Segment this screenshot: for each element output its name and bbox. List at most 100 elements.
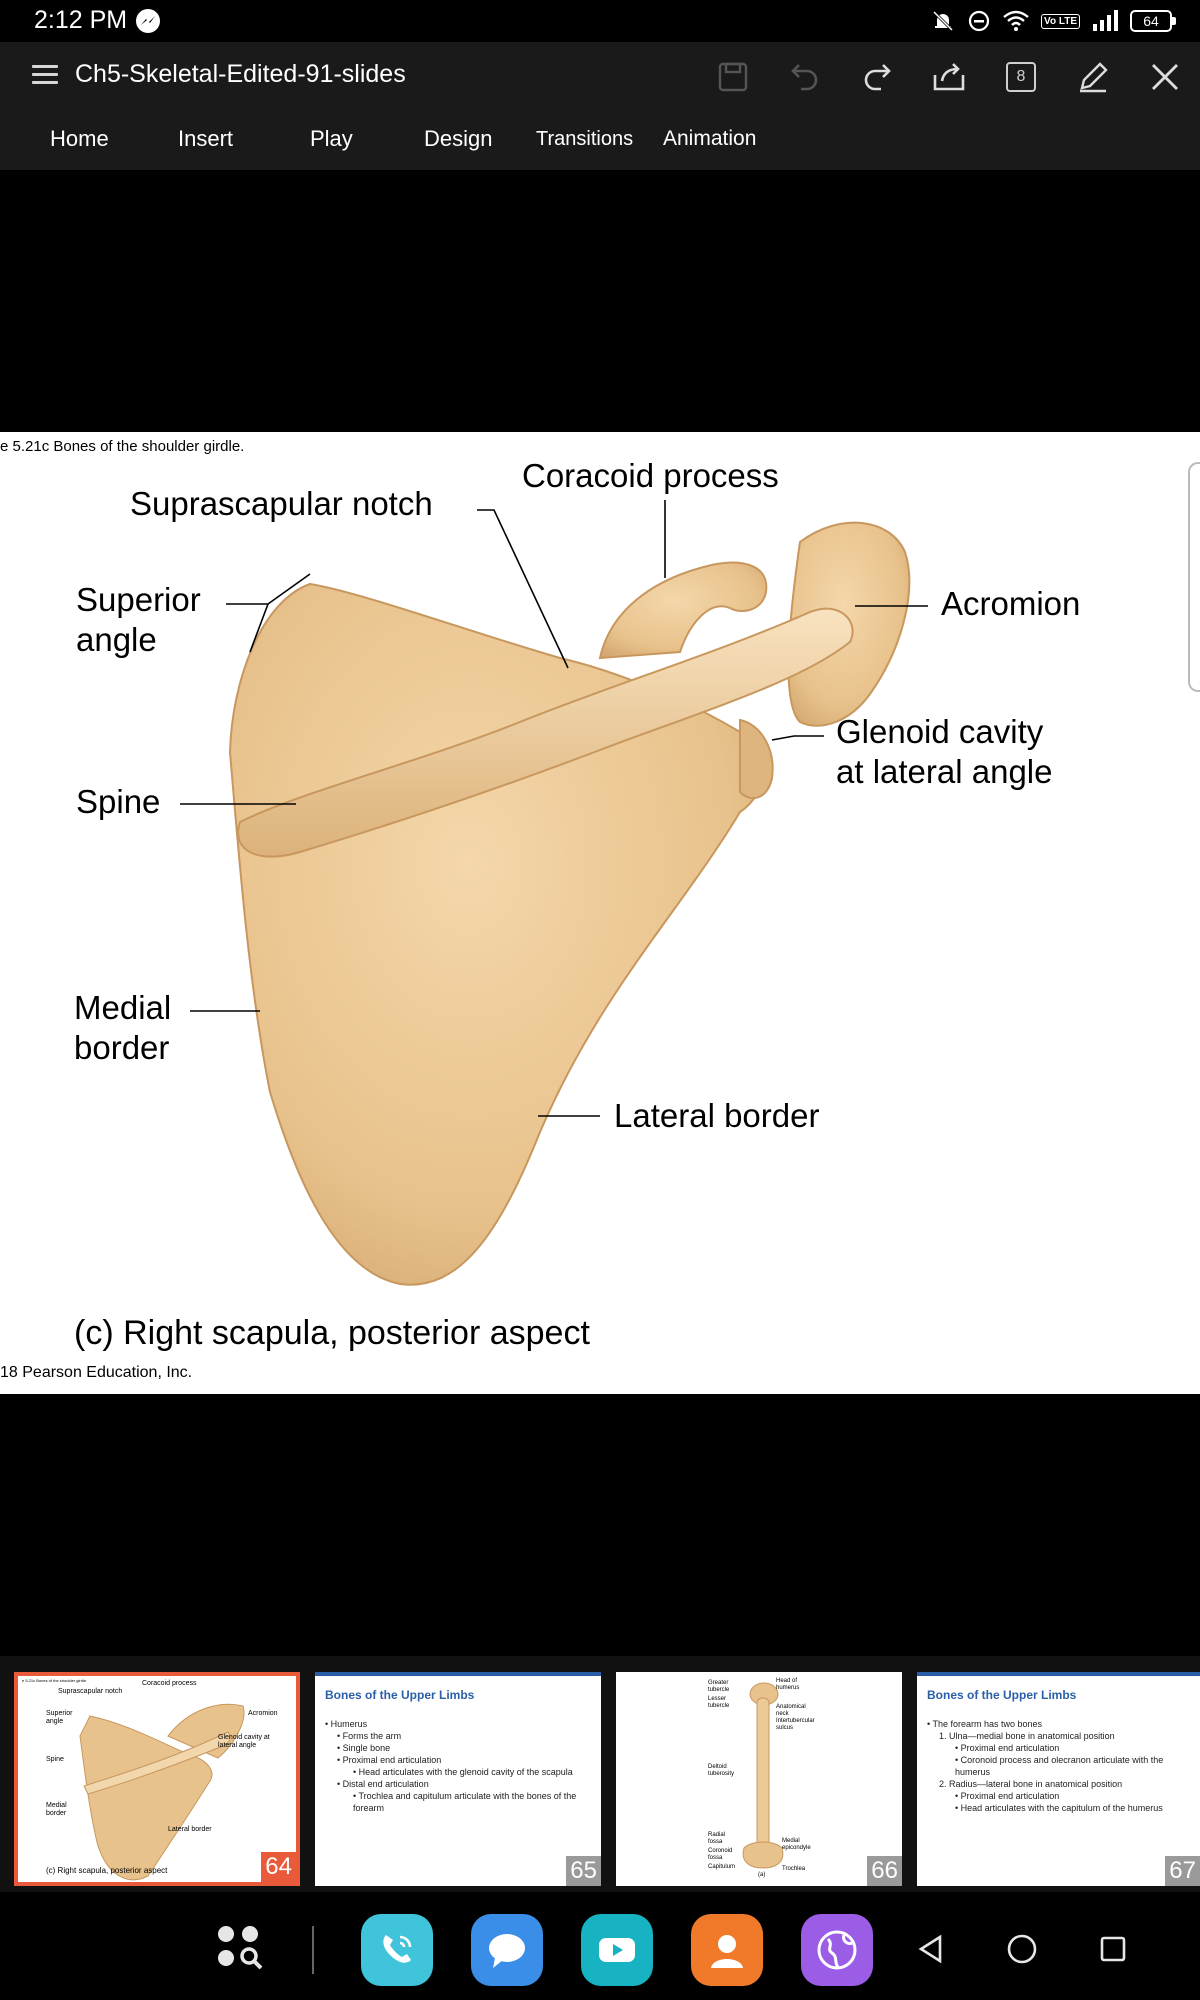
navigation-bar (0, 1892, 1200, 2000)
edit-button[interactable] (1072, 56, 1114, 98)
thumb-66-anatomical-neck: Anatomical neck (776, 1704, 806, 1717)
glenoid-shape (739, 718, 774, 800)
scapula-blade (228, 582, 764, 1286)
tab-home[interactable]: Home (50, 126, 109, 151)
leader-glenoid (771, 735, 824, 741)
thumb-64-suprascapular: Suprascapular notch (58, 1688, 123, 1695)
slide-count-button[interactable]: 8 (1000, 56, 1042, 98)
thumb-65-bullets: • Humerus • Forms the arm • Single bone … (325, 1718, 591, 1814)
battery-icon: 64 (1130, 10, 1176, 32)
save-icon (718, 62, 748, 92)
redo-button[interactable] (856, 56, 898, 98)
thumb-66-greater-tubercle: Greater tubercle (708, 1680, 730, 1693)
thumb-67-number: 67 (1165, 1856, 1200, 1886)
messenger-icon (136, 9, 160, 33)
thumb-65-bullet: • Trochlea and capitulum articulate with… (353, 1791, 577, 1813)
label-suprascapular-notch: Suprascapular notch (130, 485, 433, 522)
thumb-66-head: Head of humerus (776, 1678, 800, 1691)
video-app-icon[interactable] (581, 1914, 653, 1986)
tab-design[interactable]: Design (424, 126, 493, 151)
thumb-67-bullets: • The forearm has two bones 1. Ulna—medi… (927, 1718, 1190, 1814)
tab-insert[interactable]: Insert (178, 126, 234, 151)
messages-app-icon[interactable] (471, 1914, 543, 1986)
close-icon (1152, 64, 1178, 90)
scapula-illustration (180, 500, 928, 1286)
save-button[interactable] (712, 56, 754, 98)
back-icon[interactable] (916, 1934, 946, 1964)
thumb-64-number: 64 (261, 1852, 296, 1882)
thumbnail-slide-64[interactable]: e 5.21c Bones of the shoulder girdle. Su… (14, 1672, 300, 1886)
thumb-66-radial-fossa: Radial fossa (708, 1832, 726, 1845)
nav-separator (312, 1926, 314, 1974)
wifi-icon (1003, 10, 1029, 31)
label-spine: Spine (76, 783, 161, 820)
label-coracoid-process: Coracoid process (522, 457, 779, 494)
undo-icon (791, 64, 818, 91)
phone-app-icon[interactable] (361, 1914, 433, 1986)
thumb-66-deltoid: Deltoid tuberosity (708, 1764, 735, 1777)
contacts-app-icon[interactable] (691, 1914, 763, 1986)
thumb-66-intertubercular: Intertubercular sulcus (776, 1718, 815, 1731)
thumb-65-title: Bones of the Upper Limbs (325, 1688, 475, 1702)
document-title: Ch5-Skeletal-Edited-91-slides (75, 60, 406, 88)
thumb-67-accent (917, 1672, 1200, 1676)
leader-suprascapular (477, 509, 569, 669)
thumb-64-subtitle: (c) Right scapula, posterior aspect (46, 1866, 168, 1875)
thumb-66-medial-epicondyle: Medial epicondyle (782, 1838, 811, 1851)
thumbnail-slide-66[interactable]: Greater tubercle Lesser tubercle Head of… (616, 1672, 902, 1886)
app-toolbar: Ch5-Skeletal-Edited-91-slides 8 Home Ins… (0, 42, 1200, 170)
label-medial-border-line2: border (74, 1029, 170, 1066)
thumb-64-lateral: Lateral border (168, 1826, 212, 1833)
slide-canvas[interactable]: e 5.21c Bones of the shoulder girdle. (0, 432, 1200, 1394)
slide-scroll-handle[interactable] (1188, 462, 1200, 692)
thumb-64-glenoid: Glenoid cavity at lateral angle (218, 1734, 270, 1749)
thumb-65-bullet: • Proximal end articulation (337, 1755, 442, 1765)
mute-bell-icon (932, 10, 954, 32)
thumb-64-superior: Superior angle (46, 1710, 73, 1725)
thumb-65-bullet: • Distal end articulation (337, 1779, 429, 1789)
browser-app-icon[interactable] (801, 1914, 873, 1986)
recents-icon[interactable] (1099, 1935, 1127, 1963)
thumb-64-acromion: Acromion (248, 1710, 278, 1717)
thumb-65-bullet: • Head articulates with the glenoid cavi… (353, 1767, 573, 1777)
thumb-67-bullet: • Head articulates with the capitulum of… (955, 1803, 1163, 1813)
share-icon (933, 63, 965, 91)
status-time: 2:12 PM (34, 6, 128, 34)
signal-icon (1093, 10, 1118, 31)
thumb-65-accent (315, 1672, 601, 1676)
tab-animation[interactable]: Animation (663, 127, 757, 150)
thumb-67-bullet: • The forearm has two bones (927, 1719, 1043, 1729)
label-acromion: Acromion (941, 585, 1081, 622)
undo-button[interactable] (784, 56, 826, 98)
thumb-66-number: 66 (867, 1856, 902, 1886)
slide-count-icon: 8 (1006, 62, 1036, 92)
thumb-64-medial: Medial border (46, 1802, 67, 1817)
slide-caption: e 5.21c Bones of the shoulder girdle. (0, 438, 245, 455)
thumb-65-bullet: • Single bone (337, 1743, 391, 1753)
label-lateral-border: Lateral border (614, 1097, 820, 1134)
thumbnail-slide-65[interactable]: Bones of the Upper Limbs • Humerus • For… (315, 1672, 601, 1886)
thumb-64-coracoid: Coracoid process (142, 1680, 197, 1687)
tab-play[interactable]: Play (310, 126, 353, 151)
label-superior-angle-line1: Superior (76, 581, 201, 618)
tab-transitions[interactable]: Transitions (536, 128, 634, 150)
share-button[interactable] (928, 56, 970, 98)
thumb-humerus-icon (742, 1682, 784, 1869)
redo-icon (864, 64, 891, 91)
thumb-65-bullet: • Humerus (325, 1719, 368, 1729)
label-glenoid-line1: Glenoid cavity (836, 713, 1044, 750)
thumb-scapula-icon (79, 1703, 245, 1881)
edit-pen-icon (1080, 62, 1108, 93)
thumb-67-bullet: 1. Ulna—medial bone in anatomical positi… (939, 1731, 1115, 1741)
thumb-67-bullet: 2. Radius—lateral bone in anatomical pos… (939, 1779, 1123, 1789)
thumb-66-lesser-tubercle: Lesser tubercle (708, 1696, 730, 1709)
thumbnail-slide-67[interactable]: Bones of the Upper Limbs • The forearm h… (917, 1672, 1200, 1886)
label-superior-angle-line2: angle (76, 621, 157, 658)
thumb-66-capitulum: Capitulum (708, 1864, 736, 1870)
close-button[interactable] (1144, 56, 1186, 98)
home-icon[interactable] (1006, 1933, 1038, 1965)
app-drawer-search-icon[interactable] (212, 1920, 268, 1976)
menu-icon[interactable] (30, 60, 60, 90)
thumb-67-bullet: • Proximal end articulation (955, 1791, 1060, 1801)
toolbar-actions: 8 (712, 56, 1186, 98)
